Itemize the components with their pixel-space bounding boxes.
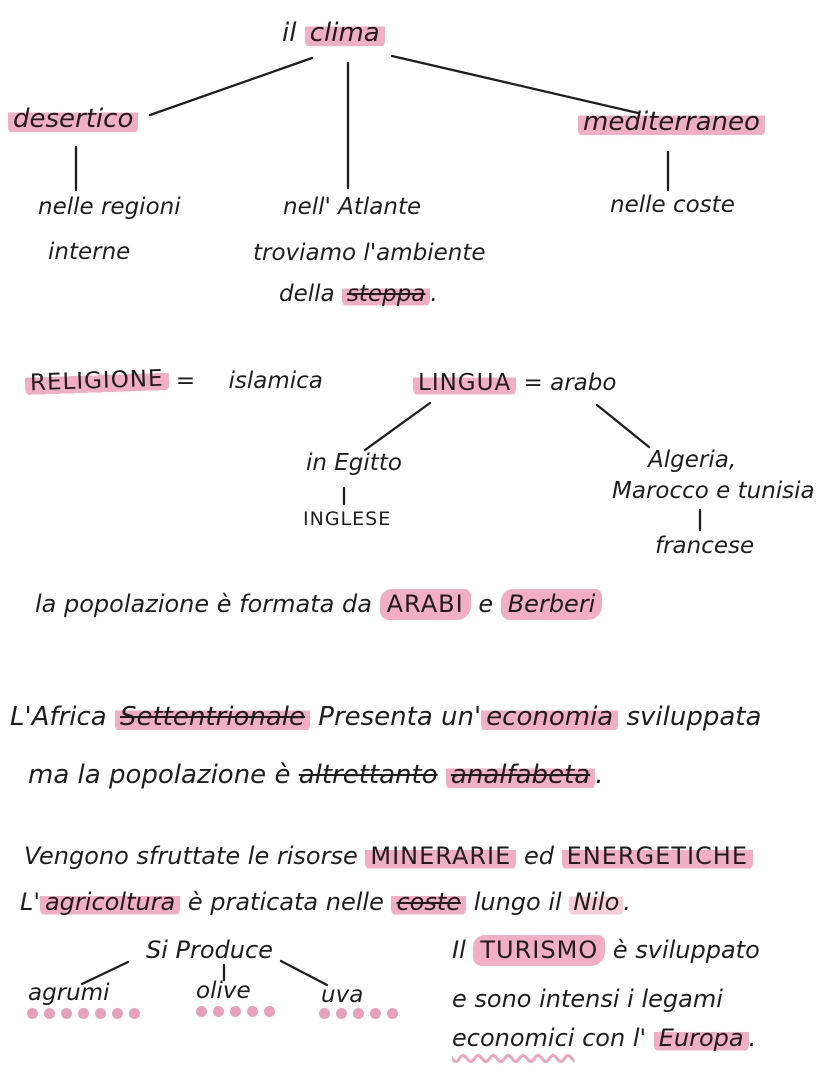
agricoltura-highlighted: agricoltura	[39, 888, 181, 916]
presenta-text: Presenta un'	[318, 702, 482, 732]
connector-line-arabo-algeria	[595, 403, 651, 449]
economici-wavy-underlined: economici	[452, 1024, 575, 1052]
production-dot	[44, 1008, 55, 1019]
population-sentence: la popolazione è formata da ARABI e Berb…	[35, 589, 603, 620]
desertico-label: desertico	[8, 104, 139, 134]
production-dot	[95, 1008, 106, 1019]
production-dot	[319, 1008, 330, 1019]
economy-line1: L'Africa Settentrionale Presenta un'econ…	[10, 702, 761, 732]
turismo-highlighted: TURISMO	[473, 935, 606, 966]
arabo-text: arabo	[550, 370, 617, 396]
lungo-il-text: lungo il	[473, 888, 562, 916]
desertico-detail-line2: interne	[48, 239, 131, 265]
language-row: LINGUA = arabo	[413, 370, 616, 396]
economia-highlighted: economia	[481, 702, 619, 732]
sviluppata-text: sviluppata	[626, 702, 762, 732]
production-dot	[370, 1008, 381, 1019]
period: .	[430, 281, 438, 307]
mediterraneo-detail: nelle coste	[610, 192, 735, 218]
maghreb-node-line1: Algeria,	[648, 447, 737, 473]
lafrica-text: L'Africa	[10, 702, 107, 732]
climate-node-desertico: desertico	[8, 104, 139, 134]
minerarie-highlighted: MINERARIE	[365, 842, 517, 870]
settentrionale-highlighted: Settentrionale	[114, 702, 310, 732]
arabi-highlighted: ARABI	[379, 589, 471, 620]
atlante-detail-line3: della steppa.	[279, 281, 438, 307]
production-dot	[336, 1008, 347, 1019]
resources-line2: L'agricoltura è praticata nelle coste lu…	[20, 888, 631, 916]
production-item-agrumi: agrumi	[28, 980, 110, 1006]
production-dot	[112, 1008, 123, 1019]
europa-highlighted: Europa	[653, 1024, 749, 1052]
religion-equals-sign: =	[175, 368, 196, 394]
coste-highlighted: coste	[391, 888, 467, 916]
population-mid-text: e	[478, 590, 494, 618]
production-root: Si Produce	[146, 936, 273, 964]
production-dot	[27, 1008, 38, 1019]
vengono-sfruttate-text: Vengono sfruttate le risorse	[24, 842, 358, 870]
resources-line1: Vengono sfruttate le risorse MINERARIE e…	[24, 842, 754, 870]
il-text: Il	[452, 936, 466, 964]
production-dot	[61, 1008, 72, 1019]
production-dot	[264, 1006, 275, 1017]
language-equals-sign: =	[523, 370, 543, 396]
tourism-line2: e sono intensi i legami	[452, 985, 723, 1013]
inglese-node: INGLESE	[303, 508, 392, 530]
religione-label-highlighted: RELIGIONE	[24, 365, 169, 397]
production-item-uva: uva	[321, 982, 364, 1008]
maghreb-node-line2: Marocco e tunisia	[612, 478, 815, 504]
atlante-detail-line1: nell' Atlante	[283, 194, 422, 220]
climate-root-word-highlighted: clima	[304, 18, 385, 48]
population-pre-text: la popolazione è formata da	[35, 590, 372, 618]
francese-node: francese	[655, 533, 755, 559]
mediterraneo-label: mediterraneo	[578, 107, 765, 137]
connector-line-clima-mediterraneo	[390, 54, 640, 115]
steppa-highlighted: steppa	[341, 281, 431, 307]
production-dot	[353, 1008, 364, 1019]
praticata-text: è praticata nelle	[187, 888, 384, 916]
production-dot	[213, 1006, 224, 1017]
connector-line-clima-desertico	[148, 56, 314, 117]
tourism-line3: economici con l' Europa.	[452, 1024, 756, 1052]
production-dot	[387, 1008, 398, 1019]
ma-la-popolazione-text: ma la popolazione è	[28, 760, 291, 790]
climate-node-mediterraneo: mediterraneo	[578, 107, 765, 137]
della-text: della	[279, 281, 335, 307]
nilo-highlighted: Nilo	[569, 888, 624, 916]
l-apostrophe-text: L'	[20, 888, 40, 916]
production-dot	[196, 1006, 207, 1017]
production-dot	[247, 1006, 258, 1017]
con-l-text: con l'	[582, 1024, 647, 1052]
ed-text: ed	[523, 842, 554, 870]
egypt-node: in Egitto	[306, 450, 402, 476]
olive-dots	[196, 1006, 275, 1017]
connector-line-lingua-egitto	[363, 401, 432, 452]
altrettanto-text: altrettanto	[298, 760, 438, 790]
production-dot	[230, 1006, 241, 1017]
atlante-detail-line2: troviamo l'ambiente	[253, 240, 486, 266]
energetiche-highlighted: ENERGETICHE	[561, 842, 754, 870]
agrumi-dots	[27, 1008, 140, 1019]
berberi-highlighted: Berberi	[500, 589, 603, 620]
production-item-olive: olive	[196, 978, 251, 1004]
climate-root-prefix: il	[282, 18, 297, 48]
period: .	[748, 1024, 757, 1052]
tourism-line1: Il TURISMO è sviluppato	[452, 935, 760, 966]
islamica-text: islamica	[228, 368, 323, 394]
lingua-label-highlighted: LINGUA	[413, 370, 517, 396]
religion-row: RELIGIONE = islamica	[24, 365, 323, 397]
period: .	[623, 888, 631, 916]
uva-dots	[319, 1008, 398, 1019]
production-dot	[129, 1008, 140, 1019]
production-dot	[78, 1008, 89, 1019]
desertico-detail-line1: nelle regioni	[38, 194, 181, 220]
analfabeta-highlighted: analfabeta	[445, 760, 596, 790]
period: .	[595, 760, 604, 790]
climate-root-node: il clima	[282, 18, 385, 48]
e-sviluppato-text: è sviluppato	[612, 936, 760, 964]
economy-line2: ma la popolazione è altrettanto analfabe…	[28, 760, 603, 790]
